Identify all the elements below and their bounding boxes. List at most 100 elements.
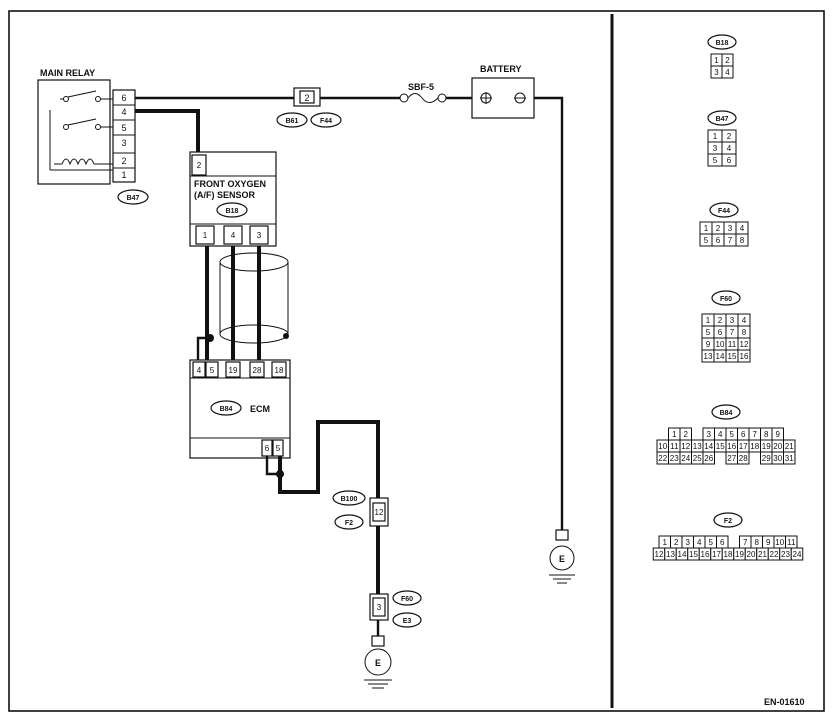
wire-relay-to-sensor: [135, 109, 200, 152]
connector-cavity: [735, 233, 749, 247]
connector-face-code-oval: [711, 290, 741, 306]
connector-cavity-number: 13: [704, 352, 713, 361]
svg-text:E: E: [559, 554, 565, 564]
connector-face-code-oval: [709, 202, 739, 218]
svg-text:1: 1: [203, 231, 208, 240]
svg-text:4: 4: [231, 231, 236, 240]
connector-cavity-number: 15: [716, 442, 725, 451]
main-relay: MAIN RELAY: [37, 68, 113, 185]
e3-code-oval: E3: [392, 612, 422, 628]
connector-cavity-number: 1: [672, 430, 677, 439]
svg-text:E3: E3: [403, 618, 412, 625]
connector-cavity-number: 9: [766, 538, 771, 547]
connector-cavity: [721, 65, 734, 79]
connector-cavity-number: 11: [787, 538, 796, 547]
svg-text:12: 12: [375, 508, 384, 517]
connector-cavity-number: 10: [716, 340, 725, 349]
svg-text:B100: B100: [341, 496, 358, 503]
wire-battery-to-ground: [534, 96, 564, 530]
connector-cavity-number: 16: [740, 352, 749, 361]
connector-cavity-number: 2: [716, 224, 721, 233]
connector-cavity-number: 9: [776, 430, 781, 439]
connector-cavity-number: 17: [739, 442, 748, 451]
svg-text:5: 5: [210, 366, 215, 375]
connector-cavity-number: 11: [728, 340, 737, 349]
connector-cavity-number: 2: [727, 132, 732, 141]
connector-cavity-number: 16: [727, 442, 736, 451]
connector-cavity-number: 1: [663, 538, 668, 547]
connector-cavity-number: 15: [728, 352, 737, 361]
connector-cavity-number: 22: [658, 454, 667, 463]
connector-cavity-number: 18: [750, 442, 759, 451]
svg-text:F60: F60: [401, 596, 413, 603]
connector-cavity-number: 8: [764, 430, 769, 439]
connector-cavity-number: 24: [681, 454, 690, 463]
connector-cavity-number: 3: [686, 538, 691, 547]
ground-symbol-battery: E: [549, 529, 575, 584]
b47-code-oval: B47: [117, 189, 149, 205]
svg-text:3: 3: [377, 603, 382, 612]
connector-cavity-number: 6: [727, 156, 732, 165]
connector-cavity-number: 6: [720, 538, 725, 547]
b61-code-oval: B61: [276, 112, 308, 128]
connector-cavity-number: 15: [689, 550, 698, 559]
connector-cavity: [721, 153, 737, 167]
wire-junction: [276, 470, 284, 478]
connector-cavity-number: 14: [678, 550, 687, 559]
connector-cavity-number: 6: [718, 328, 723, 337]
relay-pin: 4: [121, 107, 126, 117]
connector-cavity-number: 20: [773, 442, 782, 451]
connector-cavity-number: 19: [762, 442, 771, 451]
connector-face-code: B47: [716, 116, 729, 123]
connector-cavity-number: 13: [693, 442, 702, 451]
connector-cavity-number: 30: [773, 454, 782, 463]
f60-connector: 3: [369, 593, 389, 621]
connector-cavity-number: 2: [725, 56, 730, 65]
connector-cavity: [737, 451, 750, 465]
connector-cavity-number: 4: [742, 316, 747, 325]
connector-cavity-number: 5: [713, 156, 718, 165]
connector-cavity-number: 12: [655, 550, 664, 559]
connector-cavity-number: 6: [716, 236, 721, 245]
main-relay-label: MAIN RELAY: [40, 68, 95, 78]
connector-cavity-number: 4: [718, 430, 723, 439]
f44-code-oval: F44: [310, 112, 342, 128]
connector-cavity-number: 12: [681, 442, 690, 451]
connector-cavity-number: 5: [706, 328, 711, 337]
connector-cavity: [737, 349, 751, 363]
connector-cavity-number: 3: [714, 68, 719, 77]
b18-code-oval: B18: [216, 202, 248, 218]
connector-face-code-oval: [707, 34, 737, 50]
connector-face-code: F60: [720, 296, 732, 303]
f60-code-oval: F60: [392, 590, 422, 606]
connector-cavity-number: 23: [781, 550, 790, 559]
svg-text:B18: B18: [226, 208, 239, 215]
connector-cavity-number: 7: [753, 430, 758, 439]
wire-ecm-pin5: [278, 420, 380, 498]
connector-cavity-number: 6: [741, 430, 746, 439]
relay-pin: 1: [121, 170, 126, 180]
relay-pin: 6: [121, 93, 126, 103]
connector-cavity: [783, 451, 796, 465]
connector-cavity-number: 21: [785, 442, 794, 451]
svg-text:B84: B84: [220, 406, 233, 413]
connector-cavity-number: 5: [730, 430, 735, 439]
b100-code-oval: B100: [332, 490, 366, 506]
f2-code-oval: F2: [334, 514, 364, 530]
connector-face-code: F44: [718, 208, 730, 215]
front-oxygen-sensor: 2 FRONT OXYGEN (A/F) SENSOR 1 4 3: [189, 151, 277, 247]
svg-text:19: 19: [229, 366, 238, 375]
svg-text:F2: F2: [345, 520, 353, 527]
connector-cavity-number: 9: [706, 340, 711, 349]
connector-cavity-number: 25: [693, 454, 702, 463]
relay-pin: 5: [121, 123, 126, 133]
svg-text:2: 2: [304, 93, 309, 103]
svg-text:2: 2: [197, 161, 202, 170]
ground-symbol-ecm: E: [364, 635, 392, 689]
shielded-harness: [196, 246, 289, 362]
connector-cavity-number: 8: [742, 328, 747, 337]
connector-cavity-number: 11: [670, 442, 679, 451]
connector-cavity-number: 29: [762, 454, 771, 463]
